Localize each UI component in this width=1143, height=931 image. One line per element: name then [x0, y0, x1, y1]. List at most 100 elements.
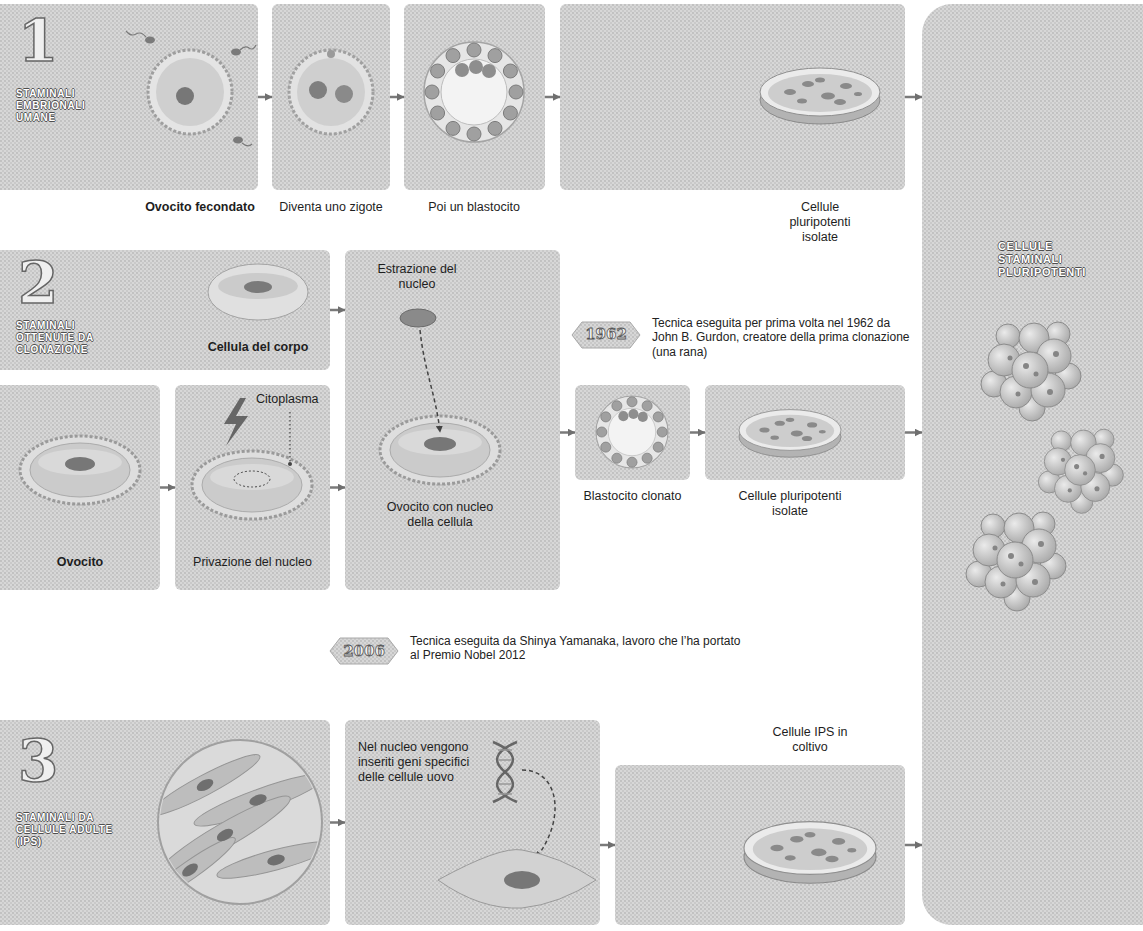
step-caption: Poi un blastocito — [414, 200, 534, 215]
body-cell — [208, 264, 308, 320]
step-caption: Blastocito clonato — [580, 489, 685, 504]
dna-rung — [499, 783, 511, 785]
step-caption: Cellule pluripotenti isolate — [725, 489, 855, 519]
step-tile: 2STAMINALI OTTENUTE DA CLONAZIONE Cellula… — [0, 250, 330, 370]
section-heading: STAMINALI DA CELLULE ADULTE (IPS) — [16, 812, 128, 848]
flow-arrow — [690, 431, 705, 434]
flow-arrow — [330, 821, 345, 824]
step-caption: Diventa uno zigote — [271, 200, 391, 215]
removed-nucleus — [234, 471, 270, 487]
petri-dish — [739, 410, 841, 458]
step-tile: Privazione del nucleo — [175, 385, 330, 590]
zygote — [289, 50, 373, 134]
fibroblast-nucleus — [180, 861, 200, 880]
callout-label: Citoplasma — [256, 392, 328, 407]
dna-helix — [493, 742, 517, 802]
insertion-arrow — [522, 770, 555, 858]
band-tile — [705, 385, 905, 480]
step-tile: 1STAMINALI EMBRIONALI UMANEOvocito fecon… — [0, 4, 258, 190]
band-tile — [560, 4, 905, 190]
year-badge-shape — [330, 638, 398, 664]
step-tile: Ovocito — [0, 385, 160, 590]
adult-cell — [438, 850, 596, 909]
section-number: 1 — [18, 12, 88, 70]
transfer-arrow — [420, 330, 440, 432]
step-tile: Cellule pluripotenti isolate — [705, 385, 905, 480]
flow-arrow — [330, 486, 345, 489]
stem-cell-cluster — [966, 512, 1066, 611]
sperm — [240, 45, 256, 50]
band-tile — [404, 4, 545, 190]
sperm — [231, 49, 241, 56]
step-tile: Diventa uno zigote — [272, 4, 390, 190]
fibroblast — [140, 831, 240, 909]
fibroblast-nucleus — [248, 792, 268, 808]
band-tile — [0, 720, 330, 925]
band-tile — [345, 250, 560, 590]
blastocyst — [424, 42, 524, 142]
lightning-bolt — [224, 398, 248, 446]
section-heading: STAMINALI EMBRIONALI UMANE — [16, 88, 108, 124]
section-number: 3 — [18, 732, 78, 790]
egg-nucleus — [176, 87, 194, 105]
dna-rung — [498, 749, 512, 751]
flow-arrow — [600, 844, 615, 847]
zygote — [297, 58, 365, 126]
flow-arrow — [545, 96, 560, 99]
flow-arrow — [905, 96, 922, 99]
band-tile — [175, 385, 330, 590]
section-number: 2 — [18, 254, 78, 312]
leader-dot — [288, 462, 292, 466]
band-tile — [272, 4, 390, 190]
sperm — [233, 137, 243, 144]
step-tile: Estrazione del nucleoOvocito con nucleo … — [345, 250, 560, 590]
fibroblast-nucleus — [195, 776, 216, 793]
note-text: Tecnica eseguita per prima volta nel 196… — [652, 316, 914, 359]
flow-arrow — [560, 431, 575, 434]
section-heading: CELLULE STAMINALI PLURIPOTENTI — [998, 240, 1110, 280]
adult-cells — [140, 747, 336, 909]
polar-body — [327, 50, 335, 58]
cell-nucleus — [504, 871, 540, 889]
step-caption: Cellule pluripotenti isolate — [775, 200, 865, 245]
fibroblast-nucleus — [215, 826, 236, 844]
oocyte — [192, 451, 312, 519]
step-caption: Ovocito con nucleo della cellula — [385, 500, 495, 530]
oocyte-nucleus — [65, 457, 95, 471]
band-tile — [0, 4, 258, 190]
band-tile — [345, 720, 600, 925]
band-tile — [922, 4, 1143, 925]
section-heading: STAMINALI OTTENUTE DA CLONAZIONE — [16, 320, 128, 356]
step-caption: Cellula del corpo — [190, 340, 326, 355]
fibroblast-nucleus — [266, 853, 286, 867]
fertilized-egg — [148, 50, 232, 134]
step-tile: Nel nucleo vengono inseriti geni specifi… — [345, 720, 600, 925]
flow-arrow — [330, 309, 345, 312]
year-badge: 1962 — [572, 327, 640, 342]
sperm — [126, 31, 146, 37]
pronucleus — [309, 81, 327, 99]
oocyte — [20, 436, 140, 504]
stem-cell-cluster — [981, 322, 1081, 421]
step-tile: Cellule IPS in coltivo — [615, 765, 905, 925]
band-tile — [0, 385, 160, 590]
step-text: Nel nucleo vengono inseriti geni specifi… — [358, 740, 470, 785]
step-caption: Privazione del nucleo — [177, 555, 328, 570]
year-badge: 2006 — [330, 644, 398, 659]
pluripotent-band: CELLULE STAMINALI PLURIPOTENTI — [922, 4, 1143, 925]
step-tile: Poi un blastocito — [404, 4, 545, 190]
flow-arrow — [905, 844, 922, 847]
body-cell — [218, 273, 298, 299]
petri-dish — [744, 822, 876, 884]
band-tile — [575, 385, 690, 480]
pronucleus — [335, 85, 353, 103]
dna-helix — [493, 742, 517, 802]
extracted-nucleus — [400, 309, 436, 327]
fertilized-egg — [156, 58, 224, 126]
leader-line — [289, 412, 290, 462]
sperm — [242, 143, 252, 146]
step-caption: Estrazione del nucleo — [367, 262, 467, 292]
